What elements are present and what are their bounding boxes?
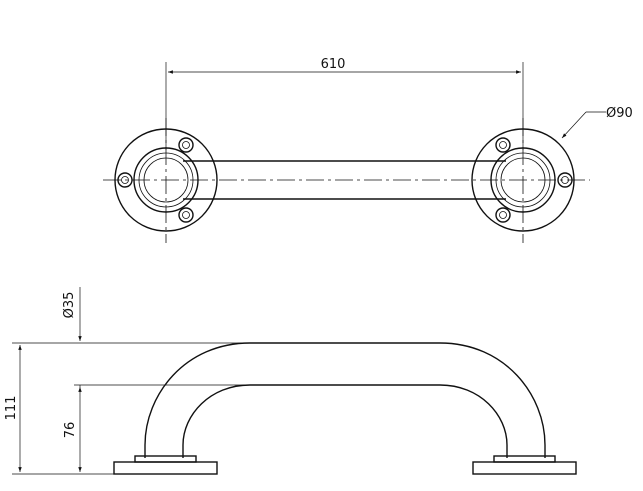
bar-inner-contour [182, 384, 508, 458]
total-height-label: 111 [4, 396, 19, 421]
flange-diameter-callout: Ø90 [561, 106, 633, 139]
length-label: 610 [321, 57, 346, 72]
bar-outer-contour [144, 342, 546, 458]
inner-height-dimension: 76 [63, 387, 82, 472]
length-dimension: 610 [165, 57, 524, 150]
inner-height-label: 76 [63, 422, 78, 439]
bar-top [183, 160, 506, 200]
tube-diameter-label: Ø35 [62, 292, 77, 319]
right-flange-side [472, 455, 577, 475]
total-height-dimension: 111 [4, 345, 22, 472]
tube-diameter-dimension: Ø35 [62, 287, 82, 387]
centerlines-top [103, 118, 590, 243]
top-view: 610 [103, 57, 633, 243]
side-view: 111 76 Ø35 [4, 287, 577, 475]
left-flange-side [113, 455, 218, 475]
flange-diameter-label: Ø90 [606, 106, 633, 121]
